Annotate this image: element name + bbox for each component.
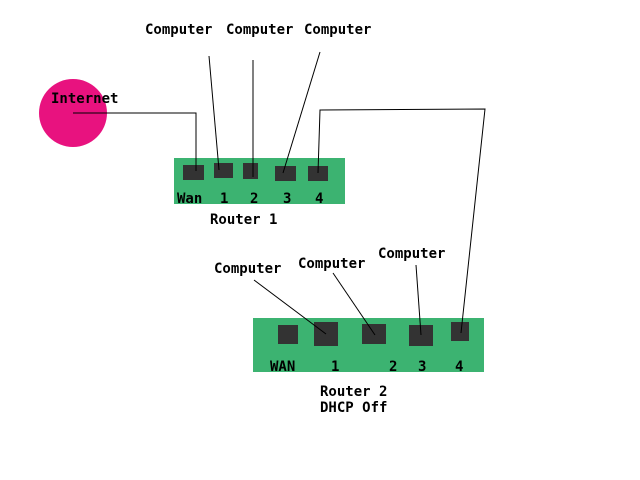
- router1-port-1: [214, 163, 233, 178]
- router1-computer-3: Computer: [304, 22, 371, 38]
- router1-port-label-4: 4: [315, 191, 323, 207]
- router2-port-3: [409, 325, 433, 346]
- router1-port-4: [308, 166, 328, 181]
- router2-note: DHCP Off: [320, 400, 387, 416]
- link-computer-to-router2-port2: [332, 272, 376, 336]
- router2-port-label-wan: WAN: [270, 359, 295, 375]
- router1-port-label-2: 2: [250, 191, 258, 207]
- router2-computer-2: Computer: [298, 256, 365, 272]
- router2-port-label-4: 4: [455, 359, 463, 375]
- router2-computer-3: Computer: [378, 246, 445, 262]
- link-computer-to-router2-port3: [415, 264, 422, 336]
- router1-port-label-wan: Wan: [177, 191, 202, 207]
- router2-computer-1: Computer: [214, 261, 281, 277]
- router1-port-3: [275, 166, 296, 181]
- link-computer-to-router2-port1: [253, 279, 327, 335]
- router2-name: Router 2: [320, 384, 387, 400]
- router2-port-label-2: 2: [389, 359, 397, 375]
- router1-computer-1: Computer: [145, 22, 212, 38]
- internet-label: Internet: [51, 91, 118, 107]
- router2-port-label-1: 1: [331, 359, 339, 375]
- link-internet-to-router1-wan: [73, 112, 197, 171]
- router1-port-label-3: 3: [283, 191, 291, 207]
- router2-port-4: [451, 322, 469, 341]
- router1-port-label-1: 1: [220, 191, 228, 207]
- router1-computer-2: Computer: [226, 22, 293, 38]
- connection-lines: [73, 51, 486, 336]
- router1-port-2: [243, 163, 258, 179]
- router1-name: Router 1: [210, 212, 277, 228]
- router1-port-wan: [183, 165, 204, 180]
- link-computer-to-router1-port3: [282, 51, 321, 174]
- router2-port-label-3: 3: [418, 359, 426, 375]
- router2-port-wan: [278, 325, 298, 344]
- link-router1-port4-to-router2-port4: [317, 108, 486, 334]
- link-computer-to-router1-port1: [208, 55, 220, 171]
